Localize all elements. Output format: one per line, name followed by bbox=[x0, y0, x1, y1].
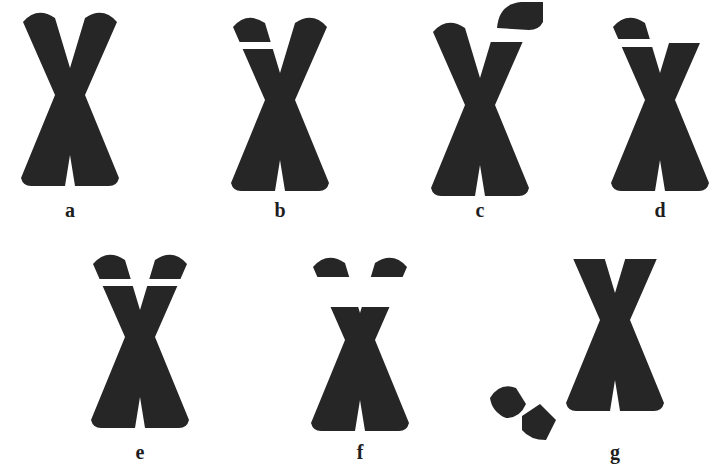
chromosome bbox=[305, 258, 415, 431]
chromosome bbox=[231, 18, 329, 191]
panel-letter: e bbox=[136, 441, 145, 463]
chromosome-fragment bbox=[522, 404, 556, 440]
chromosome-fragment bbox=[490, 386, 526, 418]
panel-letter: g bbox=[610, 441, 620, 463]
chromosome-fragment bbox=[497, 2, 543, 30]
panel-letter: d bbox=[654, 199, 665, 221]
chromosome bbox=[560, 229, 670, 411]
chromosome bbox=[21, 13, 119, 186]
panel-letter: b bbox=[274, 199, 285, 221]
panel-letter: a bbox=[65, 199, 75, 221]
chromosome bbox=[611, 9, 715, 191]
chromosome bbox=[431, 14, 535, 196]
panel-letter: c bbox=[476, 199, 485, 221]
chromosome bbox=[91, 255, 189, 428]
panel-letter: f bbox=[357, 441, 364, 463]
